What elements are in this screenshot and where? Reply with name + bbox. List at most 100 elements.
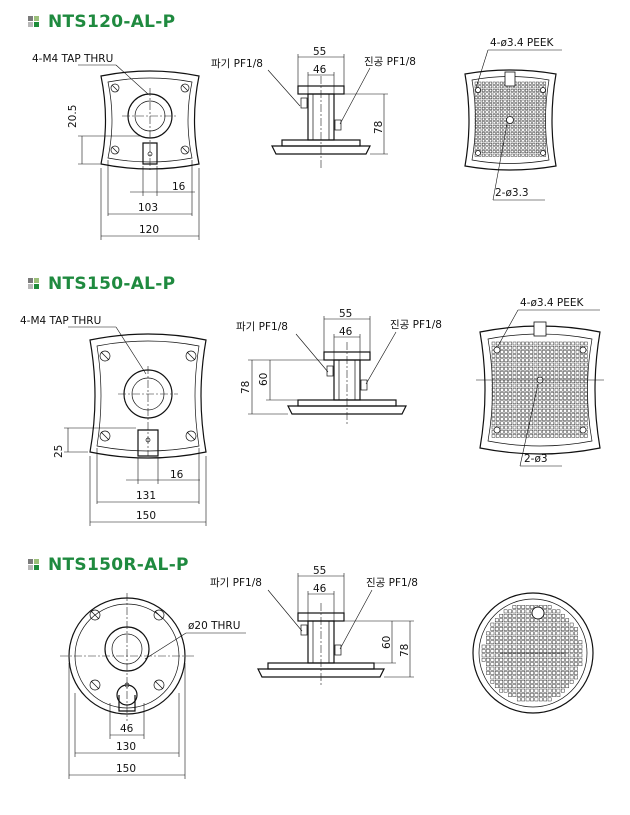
grid-cell bbox=[525, 135, 529, 139]
grid-cell bbox=[499, 662, 504, 667]
grid-cell bbox=[499, 99, 503, 103]
grid-cell bbox=[563, 421, 567, 426]
grid-cell bbox=[528, 142, 532, 146]
grid-cell bbox=[528, 132, 532, 136]
grid-cell bbox=[528, 153, 532, 157]
grid-cell bbox=[550, 345, 555, 350]
grid-cell bbox=[516, 387, 521, 392]
grid-cell bbox=[496, 150, 500, 154]
grid-cell bbox=[504, 421, 508, 426]
grid-cell bbox=[542, 350, 546, 354]
grid-cell bbox=[494, 684, 499, 689]
grid-cell bbox=[521, 375, 525, 379]
grid-cell bbox=[579, 375, 584, 379]
grid-cell bbox=[552, 618, 556, 623]
grid-cell bbox=[481, 110, 485, 114]
grid-cell bbox=[512, 366, 517, 371]
grid-cell bbox=[537, 341, 542, 346]
grid-cell bbox=[550, 350, 555, 354]
grid-cell bbox=[474, 146, 478, 150]
grid-cell bbox=[563, 404, 567, 409]
grid-cell bbox=[508, 631, 512, 636]
grid-cell bbox=[485, 88, 489, 92]
grid-cell bbox=[500, 404, 504, 409]
grid-cell bbox=[528, 85, 532, 89]
grid-cell bbox=[542, 408, 546, 413]
grid-cell bbox=[478, 81, 482, 85]
grid-cell bbox=[543, 675, 548, 680]
grid-cell bbox=[552, 693, 556, 697]
grid-cell bbox=[563, 366, 567, 371]
grid-cell bbox=[514, 99, 518, 103]
grid-cell bbox=[499, 631, 504, 636]
grid-cell bbox=[499, 666, 504, 671]
grid-cell bbox=[508, 404, 513, 409]
grid-cell bbox=[512, 417, 517, 421]
grid-cell bbox=[542, 371, 546, 375]
grid-cell bbox=[516, 640, 521, 645]
grid-cell bbox=[507, 142, 511, 146]
grid-cell bbox=[558, 358, 563, 363]
grid-cell bbox=[567, 417, 571, 421]
grid-cell bbox=[525, 613, 530, 618]
grid-cell bbox=[537, 404, 542, 409]
grid-cell bbox=[489, 85, 493, 89]
grid-cell bbox=[521, 114, 525, 118]
grid-cell bbox=[535, 85, 539, 89]
grid-cell bbox=[528, 106, 532, 110]
grid-cell bbox=[474, 124, 478, 128]
grid-cell bbox=[514, 146, 518, 150]
grid-cell bbox=[560, 653, 565, 658]
grid-cell bbox=[521, 425, 525, 430]
grid-cell bbox=[575, 429, 580, 434]
grid-cell bbox=[579, 404, 584, 409]
grid-cell bbox=[530, 649, 534, 653]
grid-cell bbox=[554, 366, 559, 371]
dim-25: 25 bbox=[53, 445, 65, 458]
grid-cell bbox=[516, 375, 521, 379]
grid-cell bbox=[491, 371, 496, 375]
grid-cell bbox=[535, 81, 539, 85]
grid-cell bbox=[558, 413, 563, 417]
grid-cell bbox=[508, 622, 512, 627]
grid-cell bbox=[529, 408, 534, 413]
grid-cell bbox=[554, 375, 559, 379]
grid-cell bbox=[565, 649, 570, 653]
grid-cell bbox=[529, 400, 534, 405]
grid-cell bbox=[521, 96, 525, 100]
grid-cell bbox=[525, 139, 529, 143]
grid-cell bbox=[578, 649, 583, 653]
grid-cell bbox=[556, 644, 561, 649]
grid-cell bbox=[539, 96, 543, 100]
grid-cell bbox=[547, 622, 552, 627]
grid-cell bbox=[575, 366, 580, 371]
grid-cell bbox=[575, 425, 580, 430]
grid-cell bbox=[517, 110, 521, 114]
grid-cell bbox=[533, 341, 538, 346]
grid-cell bbox=[552, 640, 556, 645]
grid-cell bbox=[474, 96, 478, 100]
grid-cell bbox=[575, 371, 580, 375]
grid-cell bbox=[485, 142, 489, 146]
grid-cell bbox=[525, 350, 529, 354]
grid-cell bbox=[516, 350, 521, 354]
grid-cell bbox=[578, 657, 583, 662]
grid-cell bbox=[535, 142, 539, 146]
grid-cell bbox=[478, 106, 482, 110]
grid-cell bbox=[489, 128, 493, 132]
grid-cell bbox=[535, 150, 539, 154]
grid-cell bbox=[542, 421, 546, 426]
grid-cell bbox=[500, 417, 504, 421]
grid-cell bbox=[508, 350, 513, 354]
grid-cell bbox=[575, 350, 580, 354]
grid-cell bbox=[508, 653, 512, 658]
grid-cell bbox=[491, 408, 496, 413]
grid-cell bbox=[554, 421, 559, 426]
grid-cell bbox=[565, 657, 570, 662]
grid-cell bbox=[474, 139, 478, 143]
grid-cell bbox=[550, 341, 555, 346]
grid-cell bbox=[485, 85, 489, 89]
grid-cell bbox=[521, 341, 525, 346]
grid-cell bbox=[500, 425, 504, 430]
grid-cell bbox=[547, 649, 552, 653]
